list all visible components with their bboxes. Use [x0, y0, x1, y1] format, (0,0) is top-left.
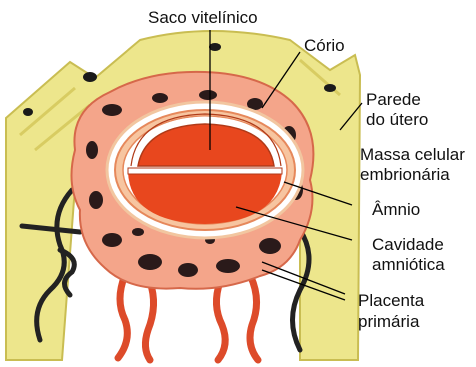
- label-parede-line1: Parede: [366, 90, 421, 109]
- label-placenta-line1: Placenta: [358, 291, 425, 310]
- label-cavidade-line2: amniótica: [372, 255, 445, 274]
- label-saco-vitelinico: Saco vitelínico: [148, 8, 258, 27]
- label-placenta-line2: primária: [358, 312, 420, 331]
- label-massa-line2: embrionária: [360, 165, 450, 184]
- embryonic-disc: [128, 168, 282, 174]
- label-cavidade-line1: Cavidade: [372, 235, 444, 254]
- label-corio: Cório: [304, 36, 345, 55]
- label-massa-line1: Massa celular: [360, 145, 465, 164]
- label-parede-line2: do útero: [366, 110, 428, 129]
- label-amnio: Âmnio: [372, 200, 420, 219]
